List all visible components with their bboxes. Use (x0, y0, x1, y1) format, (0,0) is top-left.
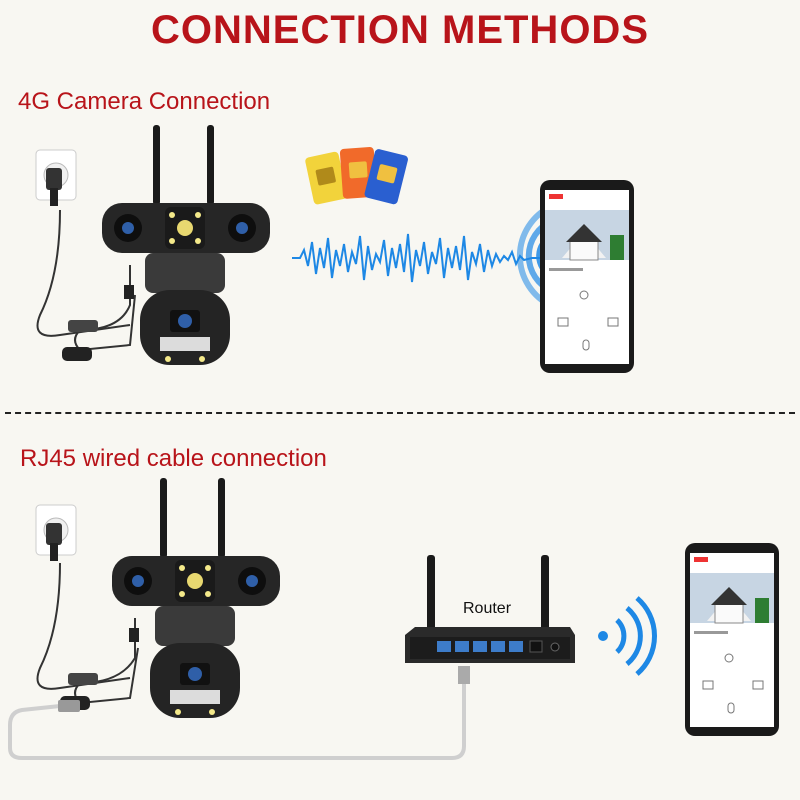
section-rj45-label: RJ45 wired cable connection (20, 445, 327, 472)
section-divider (5, 412, 795, 414)
page-title: CONNECTION METHODS (151, 8, 649, 52)
security-camera-icon (36, 478, 280, 718)
security-camera-icon (36, 125, 270, 365)
smartphone-icon (685, 543, 779, 736)
sound-wave-icon (292, 233, 542, 283)
section-4g-label: 4G Camera Connection (18, 88, 271, 115)
smartphone-icon (540, 180, 634, 373)
power-outlet-icon (35, 504, 77, 561)
wifi-signal-icon (598, 596, 657, 676)
power-outlet-icon (35, 149, 77, 206)
ethernet-cable (8, 666, 470, 760)
sim-card-icon (305, 147, 408, 205)
router-icon (405, 555, 575, 663)
router-label: Router (463, 600, 512, 617)
